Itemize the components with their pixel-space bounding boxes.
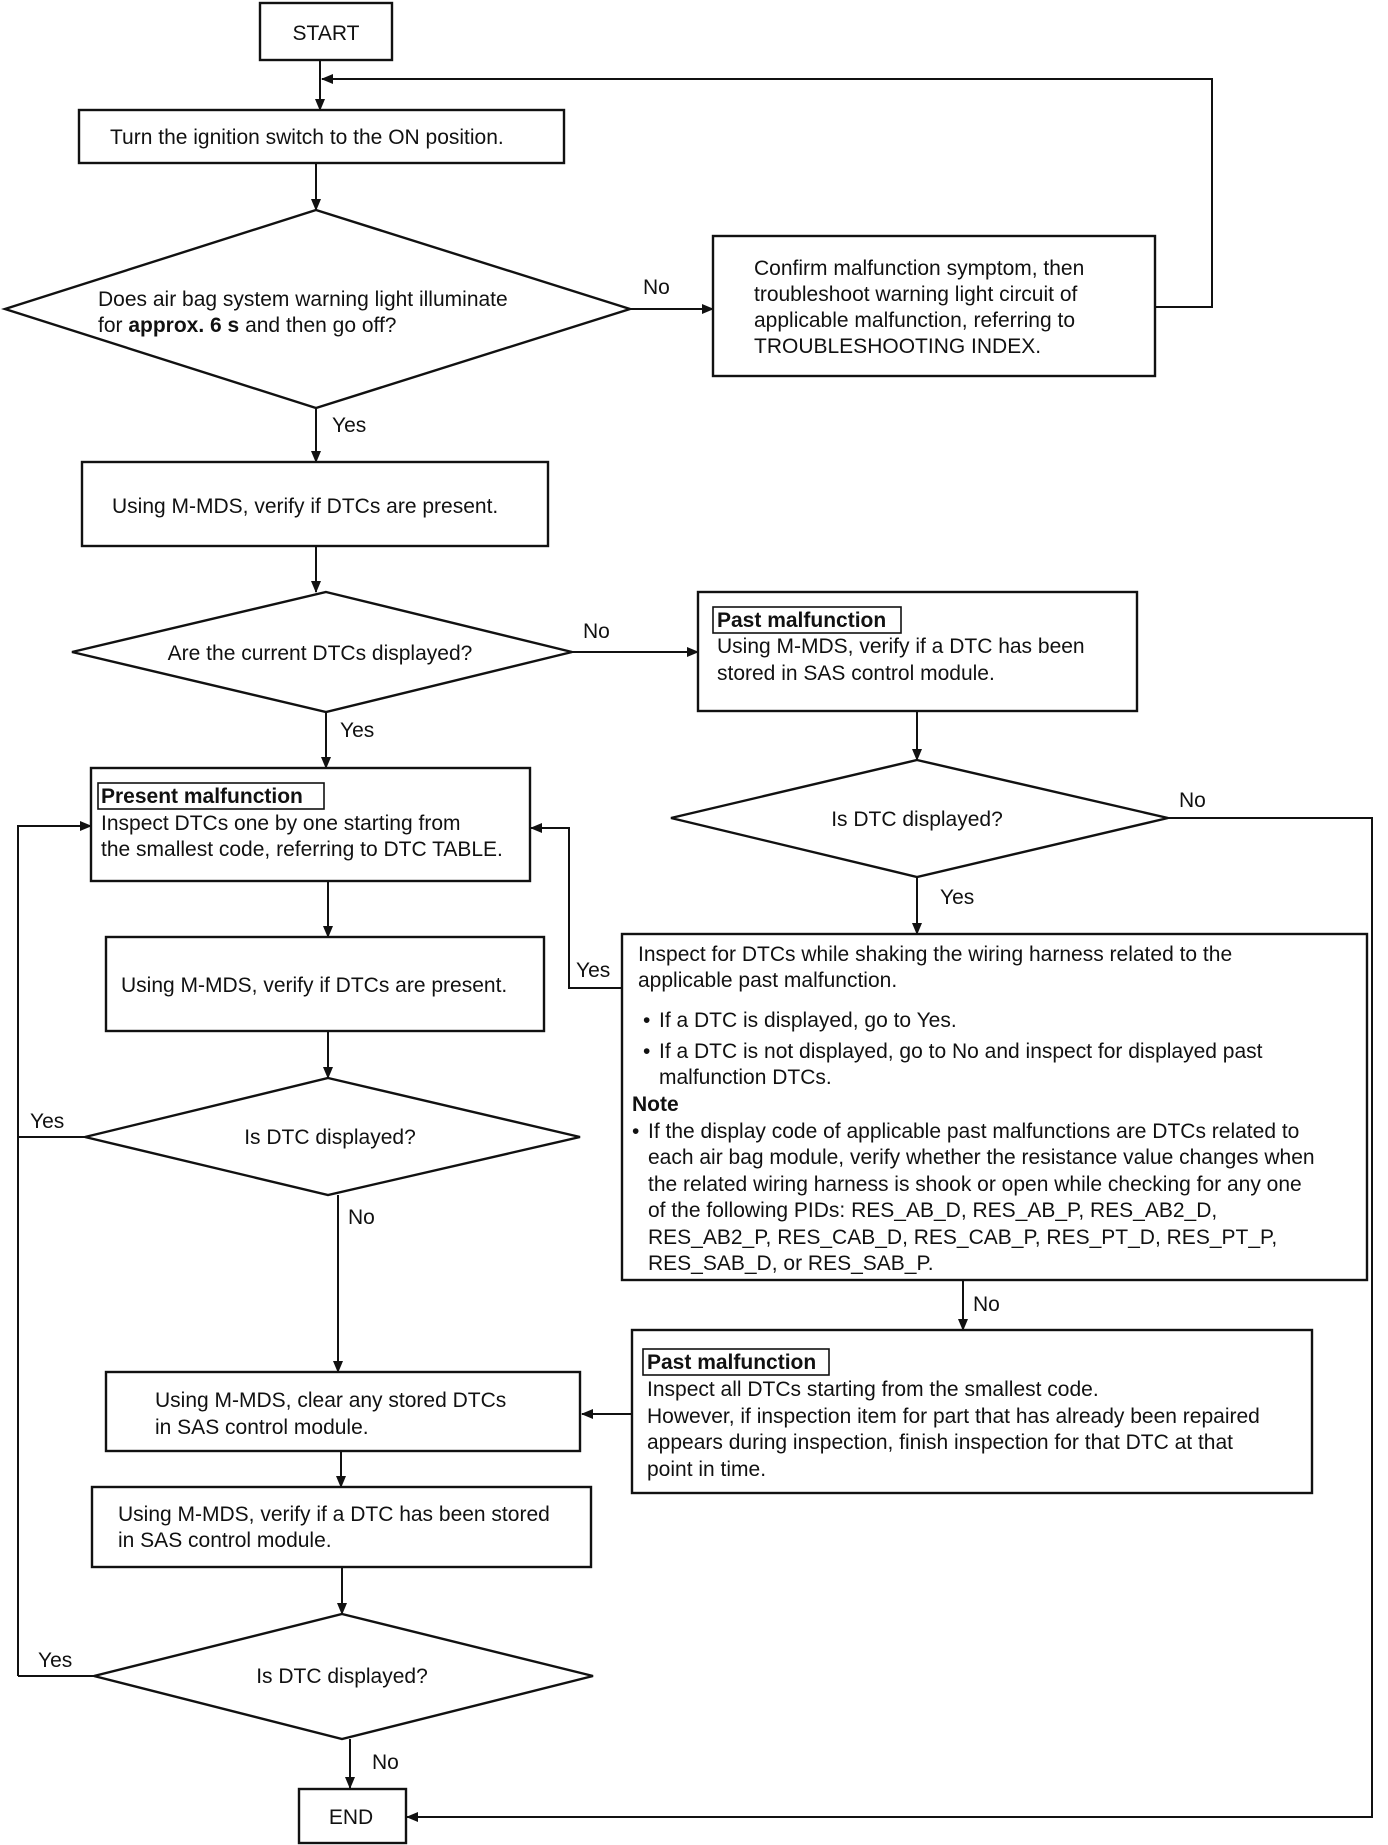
note-line: the related wiring harness is shook or o… <box>648 1173 1302 1196</box>
present-malfunction-tag: Present malfunction <box>101 785 303 808</box>
ignition-step-text: Turn the ignition switch to the ON posit… <box>110 126 504 149</box>
note-line: RES_SAB_D, or RES_SAB_P. <box>648 1252 934 1275</box>
yes-label: Yes <box>576 959 610 982</box>
inspect-shaking-bullet: If a DTC is not displayed, go to No and … <box>659 1040 1263 1063</box>
branch-labels: No Yes No Yes No Yes Yes Yes No No Yes N… <box>30 276 1206 1774</box>
confirm-symptom-line: troubleshoot warning light circuit of <box>754 283 1078 306</box>
verify-dtcs-step-2: Using M-MDS, verify if DTCs are present. <box>104 935 546 1033</box>
past-malfunction-line: Using M-MDS, verify if a DTC has been <box>717 635 1085 658</box>
decision-dtc-displayed-right-text: Is DTC displayed? <box>831 808 1003 831</box>
confirm-symptom-line: TROUBLESHOOTING INDEX. <box>754 335 1041 358</box>
decision-dtc-displayed-left: Is DTC displayed? <box>84 1076 581 1197</box>
clear-dtcs-line: in SAS control module. <box>155 1416 369 1439</box>
yes-label: Yes <box>38 1649 72 1672</box>
inspect-shaking-line: applicable past malfunction. <box>638 969 897 992</box>
verify-dtcs-step-1-text: Using M-MDS, verify if DTCs are present. <box>112 495 498 518</box>
verify-dtcs-step-2-text: Using M-MDS, verify if DTCs are present. <box>121 974 507 997</box>
decision-dtc-displayed-bottom-text: Is DTC displayed? <box>256 1665 428 1688</box>
past-malfunction-box-1: Past malfunction Using M-MDS, verify if … <box>696 590 1139 713</box>
present-malfunction-line: the smallest code, referring to DTC TABL… <box>101 838 503 861</box>
past-malfunction-tag: Past malfunction <box>647 1351 816 1374</box>
yes-label: Yes <box>332 414 366 437</box>
past-malfunction-line: appears during inspection, finish inspec… <box>647 1431 1233 1454</box>
decision-warning-light-line1: Does air bag system warning light illumi… <box>98 288 508 311</box>
inspect-shaking-box: Inspect for DTCs while shaking the wirin… <box>620 932 1369 1282</box>
decision-dtc-displayed-left-text: Is DTC displayed? <box>244 1126 416 1149</box>
yes-label: Yes <box>340 719 374 742</box>
no-label: No <box>973 1293 1000 1316</box>
end-label: END <box>329 1806 373 1829</box>
verify-stored-step: Using M-MDS, verify if a DTC has been st… <box>90 1485 593 1569</box>
decision-dtc-displayed-right: Is DTC displayed? <box>670 758 1169 879</box>
past-malfunction-line: point in time. <box>647 1458 766 1481</box>
decision-current-dtcs-text: Are the current DTCs displayed? <box>168 642 473 665</box>
verify-stored-line: in SAS control module. <box>118 1529 332 1552</box>
note-line: If the display code of applicable past m… <box>648 1120 1299 1143</box>
confirm-symptom-line: applicable malfunction, referring to <box>754 309 1075 332</box>
yes-label: Yes <box>30 1110 64 1133</box>
connectors <box>17 60 1373 1822</box>
arrow-loop-back-to-ignition <box>321 74 1213 308</box>
yes-label: Yes <box>940 886 974 909</box>
present-malfunction-line: Inspect DTCs one by one starting from <box>101 812 461 835</box>
decision-dtc-displayed-bottom: Is DTC displayed? <box>93 1612 594 1741</box>
no-label: No <box>643 276 670 299</box>
verify-dtcs-step-1: Using M-MDS, verify if DTCs are present. <box>80 460 550 548</box>
clear-dtcs-line: Using M-MDS, clear any stored DTCs <box>155 1389 506 1412</box>
decision-warning-light-line2: for approx. 6 s and then go off? <box>98 314 397 337</box>
note-title: Note <box>632 1093 679 1116</box>
arrow-shaking-yes-to-present <box>530 823 622 989</box>
ignition-step: Turn the ignition switch to the ON posit… <box>77 108 566 165</box>
arrow-decision4-yes-to-present <box>17 821 92 1138</box>
decision-current-dtcs: Are the current DTCs displayed? <box>71 590 573 714</box>
start-terminal: START <box>258 1 394 62</box>
note-line: RES_AB2_P, RES_CAB_D, RES_CAB_P, RES_PT_… <box>648 1226 1277 1249</box>
no-label: No <box>372 1751 399 1774</box>
no-label: No <box>348 1206 375 1229</box>
start-label: START <box>293 22 360 45</box>
bullet-dot: • <box>632 1120 639 1143</box>
no-label: No <box>583 620 610 643</box>
bullet-dot: • <box>643 1040 650 1063</box>
no-label: No <box>1179 789 1206 812</box>
present-malfunction-box: Present malfunction Inspect DTCs one by … <box>89 766 532 883</box>
verify-stored-line: Using M-MDS, verify if a DTC has been st… <box>118 1503 550 1526</box>
decision-warning-light: Does air bag system warning light illumi… <box>1 208 634 410</box>
past-malfunction-box-2: Past malfunction Inspect all DTCs starti… <box>630 1328 1314 1495</box>
past-malfunction-line: Inspect all DTCs starting from the small… <box>647 1378 1099 1401</box>
clear-dtcs-step: Using M-MDS, clear any stored DTCs in SA… <box>104 1370 582 1453</box>
inspect-shaking-bullet: malfunction DTCs. <box>659 1066 832 1089</box>
past-malfunction-line: stored in SAS control module. <box>717 662 995 685</box>
past-malfunction-line: However, if inspection item for part tha… <box>647 1405 1260 1428</box>
end-terminal: END <box>297 1787 408 1845</box>
inspect-shaking-line: Inspect for DTCs while shaking the wirin… <box>638 943 1232 966</box>
note-line: each air bag module, verify whether the … <box>648 1146 1315 1169</box>
bullet-dot: • <box>643 1009 650 1032</box>
arrow-decision3-no-to-end <box>406 817 1373 1822</box>
inspect-shaking-bullet: If a DTC is displayed, go to Yes. <box>659 1009 957 1032</box>
past-malfunction-tag: Past malfunction <box>717 609 886 632</box>
confirm-symptom-box: Confirm malfunction symptom, then troubl… <box>711 234 1157 378</box>
confirm-symptom-line: Confirm malfunction symptom, then <box>754 257 1084 280</box>
note-line: of the following PIDs: RES_AB_D, RES_AB_… <box>648 1199 1217 1222</box>
